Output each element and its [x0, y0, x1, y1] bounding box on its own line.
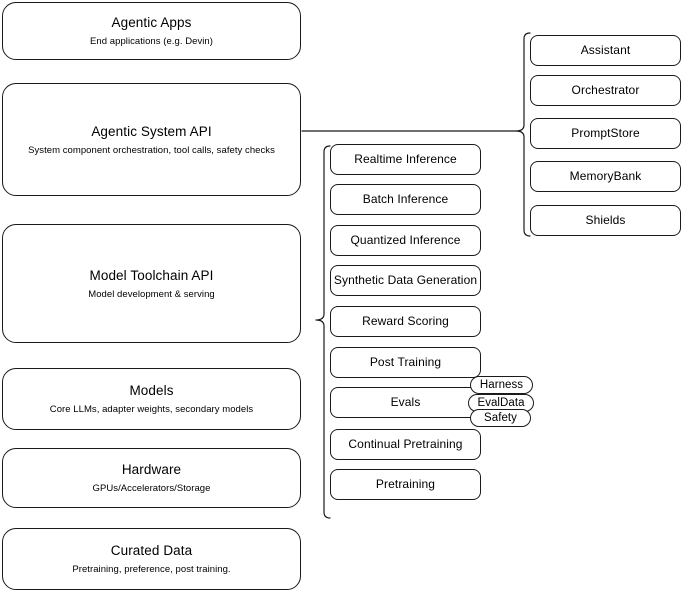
toolchain-item-synthetic-data-generation[interactable]: Synthetic Data Generation — [330, 265, 481, 296]
chip-label: PromptStore — [571, 126, 640, 140]
toolchain-components-bracket — [315, 145, 331, 519]
layer-subtitle: System component orchestration, tool cal… — [28, 144, 275, 156]
layer-models[interactable]: Models Core LLMs, adapter weights, secon… — [2, 368, 301, 430]
layer-subtitle: Pretraining, preference, post training. — [72, 564, 231, 575]
layer-title: Agentic System API — [91, 123, 212, 139]
pill-label: Harness — [479, 379, 524, 391]
toolchain-item-pretraining[interactable]: Pretraining — [330, 469, 481, 500]
chip-label: Reward Scoring — [362, 314, 449, 328]
toolchain-item-continual-pretraining[interactable]: Continual Pretraining — [330, 429, 481, 460]
agentic-item-orchestrator[interactable]: Orchestrator — [530, 75, 681, 106]
layer-subtitle: End applications (e.g. Devin) — [90, 36, 213, 47]
chip-label: MemoryBank — [569, 169, 642, 183]
chip-label: Post Training — [369, 355, 442, 369]
toolchain-item-realtime-inference[interactable]: Realtime Inference — [330, 144, 481, 175]
layer-agentic-apps[interactable]: Agentic Apps End applications (e.g. Devi… — [2, 2, 301, 60]
toolchain-item-evals[interactable]: Evals — [330, 387, 481, 418]
agentic-item-shields[interactable]: Shields — [530, 205, 681, 236]
evals-subcomponent-safety[interactable]: Safety — [470, 409, 531, 427]
agentic-components-bracket — [515, 32, 531, 237]
agentic-item-memorybank[interactable]: MemoryBank — [530, 161, 681, 192]
evals-subcomponent-harness[interactable]: Harness — [470, 376, 533, 394]
layer-title: Model Toolchain API — [89, 267, 214, 283]
chip-label: Batch Inference — [362, 192, 449, 206]
toolchain-item-batch-inference[interactable]: Batch Inference — [330, 184, 481, 215]
pill-label: EvalData — [477, 397, 525, 409]
layer-title: Models — [129, 383, 174, 398]
layer-curated-data[interactable]: Curated Data Pretraining, preference, po… — [2, 528, 301, 590]
toolchain-item-reward-scoring[interactable]: Reward Scoring — [330, 306, 481, 337]
layer-model-toolchain-api[interactable]: Model Toolchain API Model development & … — [2, 224, 301, 343]
agentic-item-assistant[interactable]: Assistant — [530, 35, 681, 66]
layer-subtitle: Core LLMs, adapter weights, secondary mo… — [49, 404, 254, 415]
chip-label: Shields — [585, 213, 626, 227]
chip-label: Evals — [390, 395, 421, 409]
chip-label: Orchestrator — [571, 83, 640, 97]
agentic-item-promptstore[interactable]: PromptStore — [530, 118, 681, 149]
layer-agentic-system-api[interactable]: Agentic System API System component orch… — [2, 83, 301, 196]
toolchain-item-post-training[interactable]: Post Training — [330, 347, 481, 378]
layer-title: Hardware — [121, 462, 182, 477]
chip-label: Synthetic Data Generation — [333, 273, 478, 287]
chip-label: Assistant — [580, 43, 631, 57]
layer-title: Curated Data — [110, 543, 193, 558]
layer-subtitle: GPUs/Accelerators/Storage — [92, 483, 211, 494]
layer-hardware[interactable]: Hardware GPUs/Accelerators/Storage — [2, 448, 301, 508]
chip-label: Continual Pretraining — [348, 437, 463, 451]
layer-subtitle: Model development & serving — [88, 288, 215, 300]
pill-label: Safety — [484, 412, 517, 424]
layer-title: Agentic Apps — [111, 15, 192, 30]
chip-label: Realtime Inference — [354, 152, 457, 166]
toolchain-item-quantized-inference[interactable]: Quantized Inference — [330, 225, 481, 256]
chip-label: Quantized Inference — [350, 233, 461, 247]
chip-label: Pretraining — [375, 477, 436, 491]
